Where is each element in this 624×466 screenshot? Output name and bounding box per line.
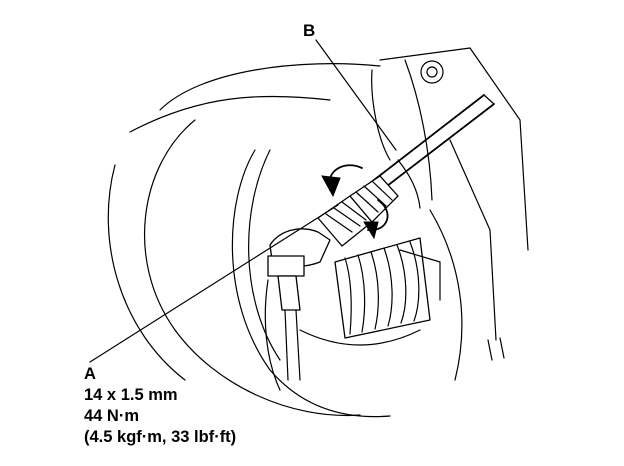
strut-outline-left: [371, 69, 391, 161]
leader-line-a: [89, 204, 339, 363]
wheel-well-outer-arc: [159, 63, 381, 111]
control-arm-line: [299, 329, 421, 346]
callout-spec-a: A 14 x 1.5 mm 44 N·m (4.5 kgf·m, 33 lbf·…: [84, 364, 236, 448]
axle-line: [399, 249, 441, 301]
callout-label-b: B: [303, 21, 316, 40]
tie-rod-end: [264, 228, 331, 391]
body-panel-lower: [449, 139, 497, 341]
splash-shield-inner: [248, 149, 281, 361]
mount-hole-inner: [426, 66, 438, 78]
callout-label-a: A: [84, 365, 96, 383]
steering-boot: [334, 237, 431, 339]
lower-arm: [264, 279, 281, 391]
wheel-well-upper-arc: [129, 95, 331, 133]
rotation-arrow-upper: [321, 164, 363, 198]
knuckle-detail: [397, 159, 421, 209]
mount-hole-outer: [420, 60, 444, 84]
torque-nm: 44 N·m: [84, 407, 140, 425]
strut-outline-right: [404, 59, 433, 201]
rotation-arrow-lower: [363, 199, 389, 240]
frame-marks: [487, 337, 505, 361]
knuckle-edge: [429, 209, 463, 381]
fender-inner-curve: [144, 119, 361, 417]
tool-b-end: [483, 94, 495, 105]
fender-outer-curve: [107, 164, 186, 381]
splash-shield-curve: [231, 149, 391, 418]
torque-alternate-units: (4.5 kgf·m, 33 lbf·ft): [84, 428, 237, 446]
body-panel-top: [379, 47, 471, 61]
body-panel-right: [469, 47, 529, 251]
leader-line-b: [315, 39, 397, 151]
thread-size: 14 x 1.5 mm: [84, 386, 178, 404]
